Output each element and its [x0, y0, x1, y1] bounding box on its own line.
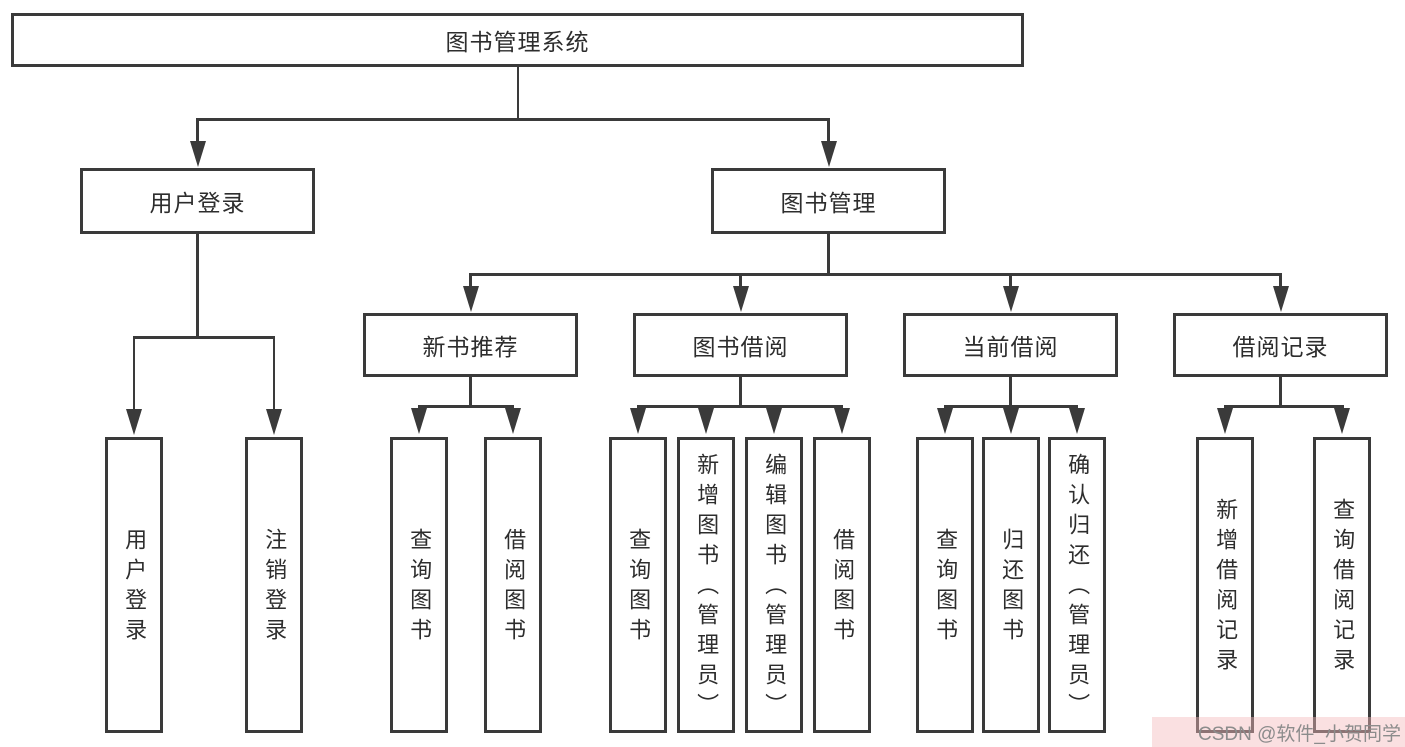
- node-root-label: 图书管理系统: [445, 29, 590, 55]
- leaf-add-borrow-record-label: 新增借阅记录: [1213, 498, 1239, 678]
- leaf-query-book-recommend: 查询图书: [390, 437, 448, 733]
- node-book-borrow: 图书借阅: [633, 313, 848, 377]
- connector-record-bar: [1223, 405, 1345, 408]
- connector-mgmt-stub: [827, 234, 830, 273]
- arrow-down-icon: [630, 408, 646, 434]
- connector-login-arm-2: [272, 336, 276, 412]
- node-current-borrow-label: 当前借阅: [962, 334, 1059, 360]
- arrow-down-icon: [820, 141, 837, 167]
- leaf-edit-book-admin-label: 编辑图书（管理员）: [762, 453, 788, 723]
- node-borrow-record-label: 借阅记录: [1232, 334, 1329, 360]
- connector-login-bar: [132, 336, 276, 339]
- arrow-down-icon: [1002, 286, 1019, 312]
- node-user-login-label: 用户登录: [149, 190, 246, 216]
- connector-login-arm-1: [132, 336, 136, 412]
- connector-current-stub: [1009, 377, 1012, 405]
- arrow-down-icon: [462, 286, 479, 312]
- leaf-add-book-admin-label: 新增图书（管理员）: [694, 453, 720, 723]
- leaf-logout: 注销登录: [245, 437, 303, 733]
- arrow-down-icon: [411, 408, 427, 434]
- leaf-return-book: 归还图书: [982, 437, 1040, 733]
- leaf-query-book-borrow: 查询图书: [609, 437, 667, 733]
- leaf-user-login: 用户登录: [105, 437, 163, 733]
- arrow-down-icon: [505, 408, 521, 434]
- connector-mgmt-bar: [469, 273, 1282, 276]
- connector-borrow-stub: [739, 377, 742, 405]
- node-user-login: 用户登录: [80, 168, 315, 234]
- connector-mgmt-arm-1: [469, 273, 472, 289]
- arrow-down-icon: [1003, 408, 1019, 434]
- leaf-query-book-recommend-label: 查询图书: [407, 528, 433, 648]
- leaf-logout-label: 注销登录: [262, 528, 288, 648]
- leaf-return-book-label: 归还图书: [999, 528, 1025, 648]
- connector-mgmt-arm-3: [1009, 273, 1012, 289]
- leaf-borrow-book-recommend: 借阅图书: [484, 437, 542, 733]
- node-root: 图书管理系统: [11, 13, 1024, 67]
- connector-record-stub: [1279, 377, 1282, 405]
- leaf-query-book-borrow-label: 查询图书: [626, 528, 652, 648]
- connector-root-arm-left: [196, 118, 199, 145]
- connector-recommend-bar: [417, 405, 515, 408]
- leaf-add-borrow-record: 新增借阅记录: [1196, 437, 1254, 733]
- arrow-down-icon: [126, 409, 142, 435]
- connector-login-stub: [196, 234, 199, 336]
- arrow-down-icon: [834, 408, 850, 434]
- connector-recommend-stub: [469, 377, 472, 405]
- node-borrow-record: 借阅记录: [1173, 313, 1388, 377]
- connector-mgmt-arm-2: [739, 273, 742, 289]
- csdn-watermark-text: CSDN @软件_小贺同学: [1198, 723, 1401, 745]
- node-book-management-label: 图书管理: [780, 190, 877, 216]
- csdn-watermark: CSDN @软件_小贺同学: [1152, 717, 1405, 747]
- arrow-down-icon: [1217, 408, 1233, 434]
- arrow-down-icon: [766, 408, 782, 434]
- leaf-query-book-current: 查询图书: [916, 437, 974, 733]
- leaf-confirm-return-admin-label: 确认归还（管理员）: [1065, 453, 1091, 723]
- node-new-book-recommend: 新书推荐: [363, 313, 578, 377]
- leaf-user-login-label: 用户登录: [122, 528, 148, 648]
- leaf-borrow-book-label: 借阅图书: [830, 528, 856, 648]
- leaf-borrow-book-recommend-label: 借阅图书: [501, 528, 527, 648]
- leaf-query-borrow-record-label: 查询借阅记录: [1330, 498, 1356, 678]
- arrow-down-icon: [266, 409, 282, 435]
- leaf-query-book-current-label: 查询图书: [933, 528, 959, 648]
- connector-borrow-bar: [636, 405, 844, 408]
- leaf-add-book-admin: 新增图书（管理员）: [677, 437, 735, 733]
- node-book-borrow-label: 图书借阅: [692, 334, 789, 360]
- arrow-down-icon: [937, 408, 953, 434]
- leaf-borrow-book: 借阅图书: [813, 437, 871, 733]
- connector-root-stub: [516, 67, 520, 118]
- arrow-down-icon: [1334, 408, 1350, 434]
- leaf-confirm-return-admin: 确认归还（管理员）: [1048, 437, 1106, 733]
- node-new-book-recommend-label: 新书推荐: [422, 334, 519, 360]
- leaf-edit-book-admin: 编辑图书（管理员）: [745, 437, 803, 733]
- connector-root-arm-right: [827, 118, 830, 145]
- leaf-query-borrow-record: 查询借阅记录: [1313, 437, 1371, 733]
- node-book-management: 图书管理: [711, 168, 946, 234]
- node-current-borrow: 当前借阅: [903, 313, 1118, 377]
- arrow-down-icon: [698, 408, 714, 434]
- arrow-down-icon: [1069, 408, 1085, 434]
- arrow-down-icon: [1272, 286, 1289, 312]
- connector-root-bar: [196, 118, 830, 121]
- connector-mgmt-arm-4: [1279, 273, 1282, 289]
- arrow-down-icon: [189, 141, 206, 167]
- arrow-down-icon: [732, 286, 749, 312]
- connector-current-bar: [943, 405, 1079, 408]
